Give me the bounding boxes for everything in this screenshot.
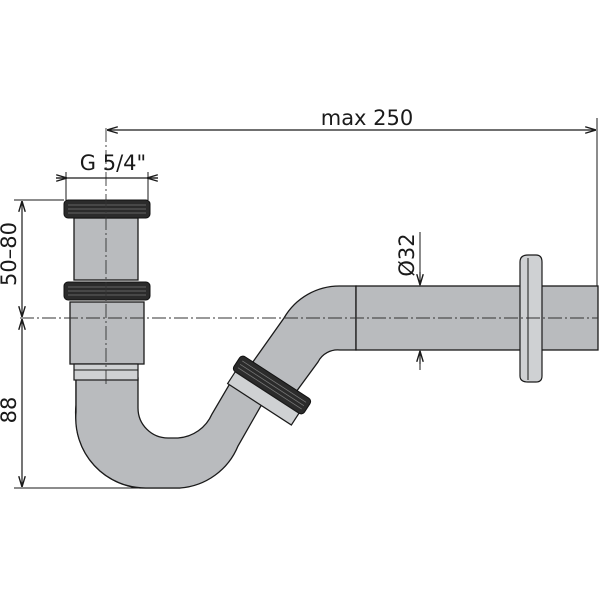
inlet-pipe-middle: [69, 301, 145, 365]
top-nut: [63, 199, 151, 219]
thread-label: G 5/4": [80, 151, 146, 175]
height-adjust-label: 50–80: [0, 222, 21, 286]
dimension-max-length: max 250: [107, 106, 596, 130]
diagonal-nut: [226, 355, 312, 426]
wall-rosette: [519, 254, 543, 383]
dimension-thread: G 5/4": [56, 151, 158, 178]
dimension-depth: 88: [0, 319, 22, 487]
max-length-label: max 250: [321, 106, 414, 130]
dimension-height-adjust: 50–80: [0, 201, 22, 317]
u-bend-shape: [75, 377, 263, 489]
depth-label: 88: [0, 397, 21, 424]
upper-bend-pipe: [249, 285, 357, 393]
diameter-label: Ø32: [395, 233, 419, 276]
middle-nut: [63, 281, 151, 301]
siphon-body: [63, 199, 599, 489]
dimension-diameter: Ø32: [395, 233, 420, 364]
